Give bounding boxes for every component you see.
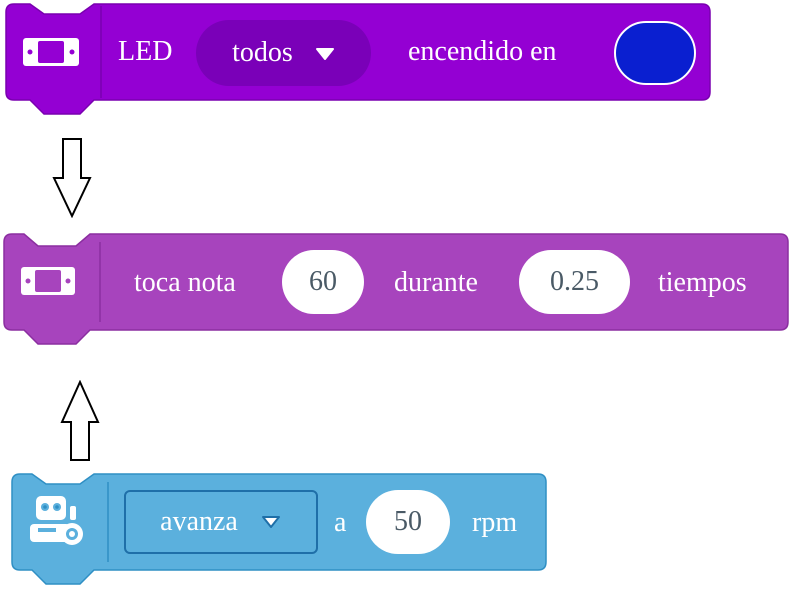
play-note-block[interactable]: toca nota 60 durante 0.25 tiempos — [0, 230, 793, 348]
move-direction-dropdown[interactable]: avanza — [124, 490, 318, 554]
play-note-suffix: tiempos — [658, 267, 747, 298]
note-input[interactable]: 60 — [282, 250, 364, 314]
move-block[interactable]: avanza a 50 rpm — [0, 468, 560, 590]
down-arrow-icon — [52, 138, 92, 223]
led-block[interactable]: LED todos encendido en — [0, 0, 715, 118]
chevron-down-icon — [260, 506, 282, 538]
beats-input[interactable]: 0.25 — [519, 250, 630, 314]
device-icon — [20, 266, 76, 301]
led-target-value: todos — [232, 37, 293, 68]
chevron-down-icon — [315, 37, 335, 69]
led-label: LED — [118, 36, 173, 67]
led-target-dropdown[interactable]: todos — [196, 20, 371, 86]
led-color-picker[interactable] — [614, 21, 696, 85]
move-direction-value: avanza — [160, 506, 238, 537]
led-suffix: encendido en — [408, 36, 557, 67]
device-icon — [22, 37, 80, 72]
move-middle: a — [334, 507, 347, 538]
play-note-middle: durante — [394, 267, 478, 298]
robot-icon — [26, 494, 84, 555]
move-suffix: rpm — [472, 507, 518, 538]
up-arrow-icon — [60, 379, 100, 467]
speed-input[interactable]: 50 — [366, 490, 450, 554]
play-note-label: toca nota — [134, 267, 236, 298]
